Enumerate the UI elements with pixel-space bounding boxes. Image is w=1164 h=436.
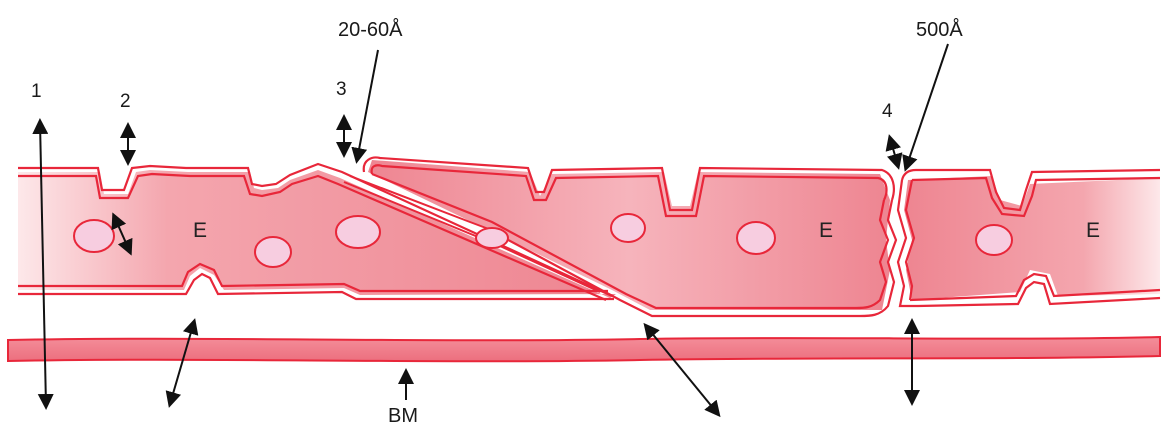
nucleus-6 [737, 222, 775, 254]
basement-membrane [8, 337, 1160, 361]
nucleus-7 [976, 225, 1012, 255]
label-3: 3 [336, 80, 347, 99]
nucleus-2 [255, 237, 291, 267]
label-tight-gap: 20-60Å [338, 20, 403, 40]
nucleus-1 [74, 220, 114, 252]
pathway-arrow-4 [890, 138, 898, 166]
label-cell-left: E [193, 220, 207, 241]
transcellular-arrow-left [170, 322, 194, 404]
label-basement-membrane: BM [388, 406, 418, 426]
label-4: 4 [882, 102, 893, 121]
wide-gap-pointer [906, 44, 948, 168]
nucleus-3 [336, 216, 380, 248]
label-2: 2 [120, 92, 131, 111]
label-wide-gap: 500Å [916, 20, 963, 40]
nucleus-4 [476, 228, 508, 248]
label-1: 1 [31, 82, 42, 101]
nucleus-5 [611, 214, 645, 242]
label-cell-mid: E [819, 220, 833, 241]
label-cell-right: E [1086, 220, 1100, 241]
tight-gap-pointer [357, 50, 378, 160]
